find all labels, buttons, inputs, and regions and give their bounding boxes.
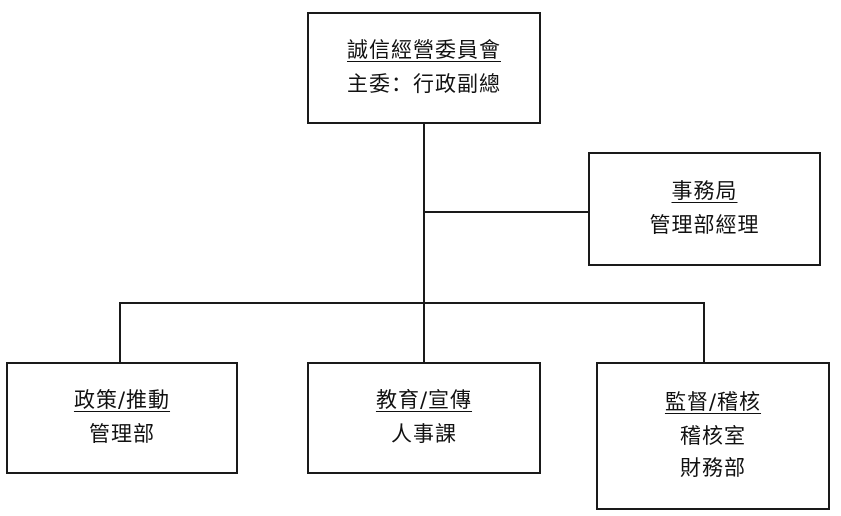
committee-box: 誠信經營委員會 主委：行政副總 xyxy=(307,12,541,124)
connector-crossbar xyxy=(119,302,705,304)
policy-box: 政策/推動 管理部 xyxy=(6,362,238,474)
audit-title: 監督/稽核 xyxy=(664,390,762,414)
connector-to-audit xyxy=(703,302,705,364)
secretariat-head: 管理部經理 xyxy=(649,213,760,237)
connector-trunk xyxy=(423,124,425,364)
committee-chair: 主委：行政副總 xyxy=(347,72,501,96)
committee-title: 誠信經營委員會 xyxy=(347,38,501,62)
secretariat-box: 事務局 管理部經理 xyxy=(588,152,821,266)
secretariat-title: 事務局 xyxy=(671,179,738,203)
audit-unit-finance: 財務部 xyxy=(680,456,746,480)
connector-to-secretariat xyxy=(423,211,588,213)
audit-box: 監督/稽核 稽核室 財務部 xyxy=(596,362,830,510)
policy-title: 政策/推動 xyxy=(73,388,171,412)
connector-to-policy xyxy=(119,302,121,364)
education-unit: 人事課 xyxy=(391,422,457,446)
education-title: 教育/宣傳 xyxy=(375,388,473,412)
audit-unit-internal: 稽核室 xyxy=(680,424,746,448)
education-box: 教育/宣傳 人事課 xyxy=(307,362,541,474)
policy-unit: 管理部 xyxy=(89,422,155,446)
